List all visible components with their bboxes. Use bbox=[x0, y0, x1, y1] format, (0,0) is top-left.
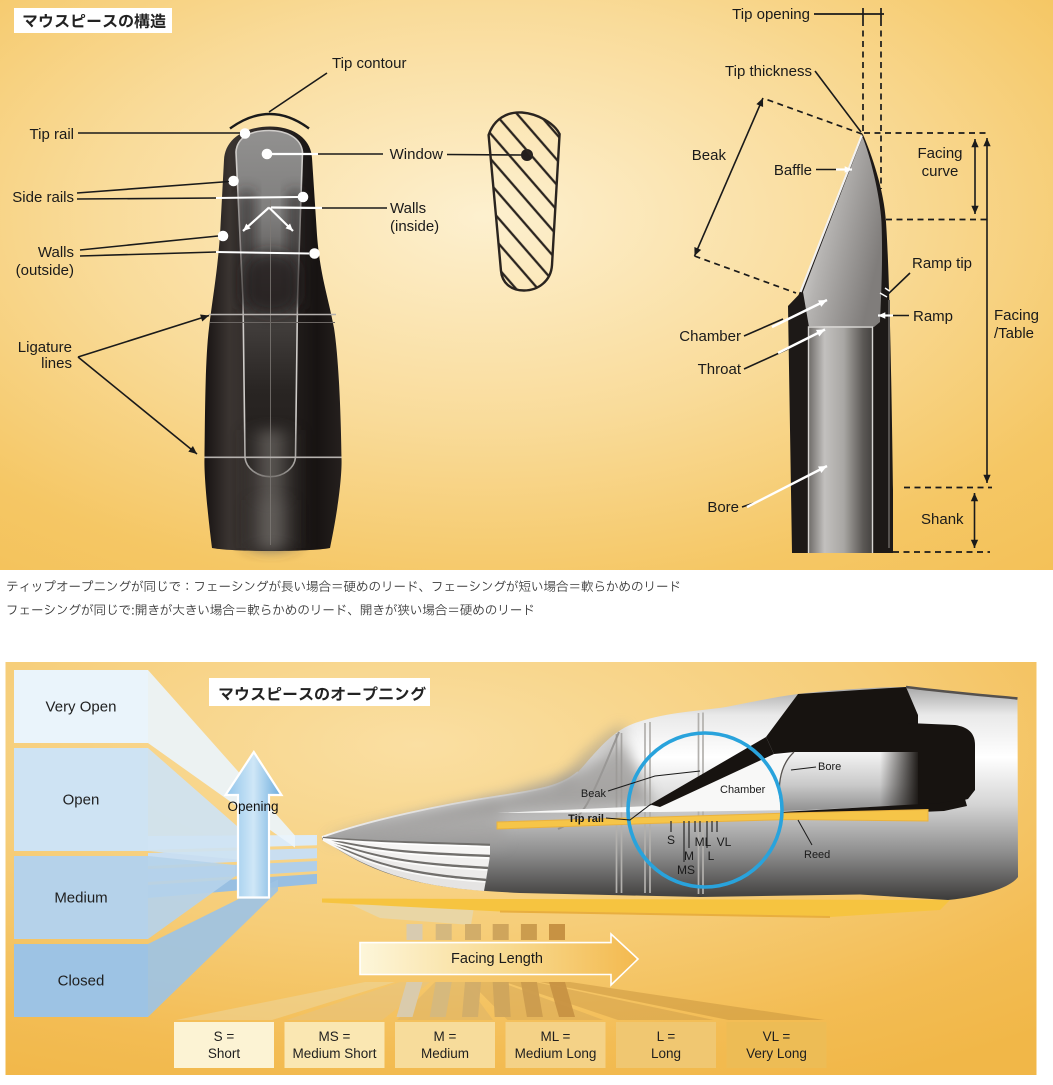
svg-text:Ligature: Ligature bbox=[18, 339, 72, 356]
svg-text:Open: Open bbox=[63, 792, 100, 809]
svg-text:Medium: Medium bbox=[54, 890, 107, 907]
svg-text:VL =: VL = bbox=[763, 1029, 791, 1044]
svg-text:lines: lines bbox=[41, 355, 72, 372]
svg-text:curve: curve bbox=[922, 163, 959, 180]
svg-text:Opening: Opening bbox=[227, 799, 278, 814]
svg-text:(inside): (inside) bbox=[390, 218, 439, 235]
svg-text:Side rails: Side rails bbox=[12, 189, 74, 206]
svg-text:MS: MS bbox=[677, 863, 695, 877]
svg-text:Facing: Facing bbox=[917, 145, 962, 162]
svg-text:ML: ML bbox=[695, 835, 712, 849]
svg-text:Chamber: Chamber bbox=[679, 328, 741, 345]
svg-text:ML =: ML = bbox=[541, 1029, 571, 1044]
svg-text:Walls: Walls bbox=[38, 244, 74, 261]
svg-text:Throat: Throat bbox=[698, 361, 742, 378]
svg-text:Tip rail: Tip rail bbox=[568, 813, 604, 825]
svg-text:Beak: Beak bbox=[692, 147, 727, 164]
svg-text:M: M bbox=[684, 849, 694, 863]
svg-text:Baffle: Baffle bbox=[774, 162, 812, 179]
svg-text:Window: Window bbox=[390, 146, 444, 163]
svg-text:MS =: MS = bbox=[319, 1029, 351, 1044]
svg-text:Tip rail: Tip rail bbox=[30, 126, 74, 143]
svg-text:Tip opening: Tip opening bbox=[732, 6, 810, 23]
svg-text:S: S bbox=[667, 833, 675, 847]
svg-text:Bore: Bore bbox=[707, 499, 739, 516]
svg-text:Very Long: Very Long bbox=[746, 1046, 807, 1061]
svg-text:Tip thickness: Tip thickness bbox=[725, 63, 812, 80]
svg-text:Short: Short bbox=[208, 1046, 241, 1061]
svg-text:Medium Short: Medium Short bbox=[292, 1046, 376, 1061]
svg-text:Ramp tip: Ramp tip bbox=[912, 255, 972, 272]
svg-text:S =: S = bbox=[214, 1029, 235, 1044]
svg-text:L =: L = bbox=[657, 1029, 676, 1044]
svg-text:VL: VL bbox=[717, 835, 732, 849]
svg-text:(outside): (outside) bbox=[16, 262, 74, 279]
svg-text:L: L bbox=[708, 849, 715, 863]
svg-text:Beak: Beak bbox=[581, 788, 607, 800]
svg-text:Very Open: Very Open bbox=[46, 699, 117, 716]
svg-text:Reed: Reed bbox=[804, 849, 830, 861]
svg-text:Medium: Medium bbox=[421, 1046, 469, 1061]
svg-text:Facing Length: Facing Length bbox=[451, 951, 543, 967]
svg-text:Ramp: Ramp bbox=[913, 308, 953, 325]
svg-text:Walls: Walls bbox=[390, 200, 426, 217]
svg-text:Closed: Closed bbox=[58, 973, 105, 990]
svg-text:Facing: Facing bbox=[994, 307, 1039, 324]
svg-text:Shank: Shank bbox=[921, 511, 964, 528]
svg-text:Chamber: Chamber bbox=[720, 784, 766, 796]
svg-text:/Table: /Table bbox=[994, 325, 1034, 342]
svg-text:M =: M = bbox=[434, 1029, 457, 1044]
svg-text:Bore: Bore bbox=[818, 761, 841, 773]
svg-text:Long: Long bbox=[651, 1046, 681, 1061]
svg-text:Medium Long: Medium Long bbox=[515, 1046, 597, 1061]
svg-text:Tip contour: Tip contour bbox=[332, 55, 406, 72]
